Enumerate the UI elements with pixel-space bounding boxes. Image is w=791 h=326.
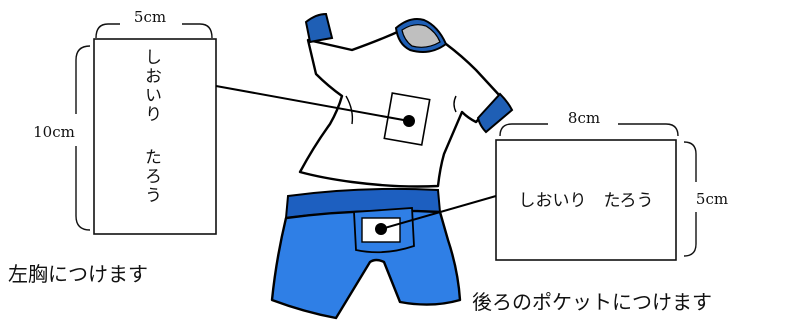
shorts-illustration (270, 187, 462, 320)
pocket-connector-line (380, 195, 497, 230)
chest-tag (93, 38, 217, 235)
chest-tag-group: 5cm 10cm しおいり たろう 左胸につけます (8, 8, 217, 286)
chest-tag-given-name: しおいり (141, 48, 161, 124)
pocket-width-brace (499, 123, 679, 137)
pocket-height-brace (683, 141, 697, 257)
pocket-tag-name: しおいり たろう (519, 191, 654, 211)
tshirt-left-cuff (304, 12, 334, 44)
chest-height-brace (75, 45, 91, 231)
pocket-width-label: 8cm (568, 109, 600, 127)
chest-height-label: 10cm (33, 123, 75, 141)
pocket-tag-group: 8cm しおいり たろう 5cm 後ろのポケットにつけます (472, 109, 728, 314)
tshirt-illustration (298, 12, 514, 188)
tshirt-fold (453, 95, 457, 113)
chest-connector-line (215, 85, 410, 122)
chest-tag-caption: 左胸につけます (8, 262, 148, 286)
chest-tag-family-name: たろう (141, 148, 161, 205)
pocket-tag-caption: 後ろのポケットにつけます (472, 290, 712, 314)
tshirt-right-cuff (476, 92, 514, 134)
tshirt-collar-inner (401, 24, 441, 48)
chest-width-label: 5cm (134, 8, 166, 26)
pocket-tag (495, 139, 677, 261)
pocket-height-label: 5cm (696, 190, 728, 208)
chest-width-brace (95, 23, 213, 39)
